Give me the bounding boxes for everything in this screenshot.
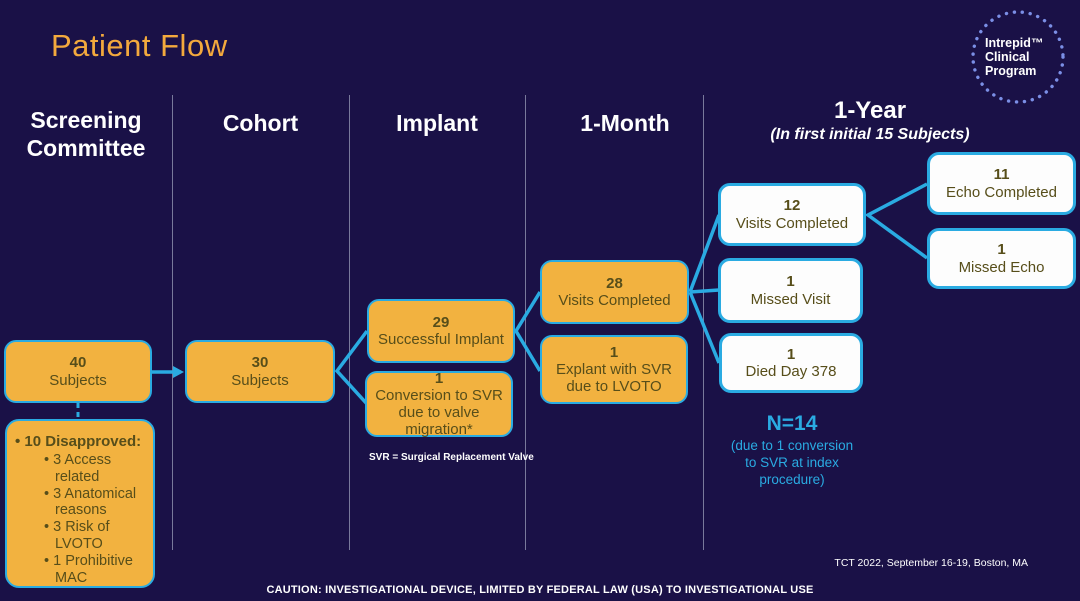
n-14-value: N=14 [766,412,818,435]
box-value: 1 [609,343,619,361]
box-label: Died Day 378 [745,363,837,380]
column-divider [349,95,350,550]
flow-box-disapproved: 10 Disapproved: 3 Access related 3 Anato… [5,419,155,588]
box-label: Missed Visit [750,290,831,308]
column-header-1-year: 1-Year [833,97,907,124]
column-header-screening-committee: Screening Committee [26,107,146,162]
flow-box-visits-completed-28: 28 Visits Completed [540,260,689,324]
column-divider [172,95,173,550]
box-value: 30 [251,354,269,372]
disapproved-item: 3 Risk of LVOTO [53,519,147,553]
column-header-implant: Implant [396,110,478,136]
box-label: Echo Completed [946,183,1057,201]
box-label: Conversion to SVR due to valve migration… [375,386,503,439]
box-label: Visits Completed [558,292,671,309]
column-header-1-year-subtitle: (In first initial 15 Subjects) [770,126,970,143]
conference-credit: TCT 2022, September 16-19, Boston, MA [834,557,1028,569]
box-label: Subjects [231,371,289,389]
disapproved-list: 3 Access related 3 Anatomical reasons 3 … [15,452,147,587]
intrepid-program-logo: Intrepid™ Clinical Program [970,9,1066,105]
box-value: 28 [606,274,623,292]
flow-box-missed-echo: 1 Missed Echo [927,228,1076,289]
box-label: Successful Implant [378,331,504,348]
logo-line-3: Program [985,64,1037,79]
logo-line-1: Intrepid™ [985,36,1044,50]
logo-line-2: Clinical [985,50,1030,65]
box-value: 1 [786,345,796,363]
flow-box-subjects-30: 30 Subjects [185,340,335,403]
column-header-1-month: 1-Month [580,110,670,136]
box-label: Missed Echo [958,258,1045,276]
column-divider [703,95,704,550]
box-label: Subjects [49,371,107,389]
box-value: 29 [432,313,450,331]
flow-box-conversion-svr: 1 Conversion to SVR due to valve migrati… [365,369,513,439]
flow-box-successful-implant: 29 Successful Implant [367,299,515,363]
n-14-annotation: N=14 (due to 1 conversion to SVR at inde… [712,412,872,489]
arrowhead-icon [173,366,184,378]
column-divider [525,95,526,550]
dotted-circle-icon [971,10,1065,104]
disapproved-item: 1 Prohibitive MAC [53,553,147,587]
flow-box-died-day-378: 1 Died Day 378 [719,333,863,393]
disapproved-item: 3 Anatomical reasons [53,486,147,520]
disapproved-header: 10 Disapproved: [15,433,147,450]
box-value: 40 [69,354,87,372]
svr-abbreviation-note: SVR = Surgical Replacement Valve [369,452,534,463]
page-title: Patient Flow [51,28,228,63]
caution-statement: CAUTION: INVESTIGATIONAL DEVICE, LIMITED… [266,584,814,596]
flow-box-missed-visit: 1 Missed Visit [718,258,863,323]
box-value: 12 [783,197,801,215]
box-label: Explant with SVR due to LVOTO [556,360,672,396]
disapproved-item: 3 Access related [53,452,147,486]
flow-box-explant-svr: 1 Explant with SVR due to LVOTO [540,335,688,404]
box-value: 1 [786,273,795,291]
flow-box-visits-completed-12: 12 Visits Completed [718,183,866,246]
flow-box-subjects-40: 40 Subjects [4,340,152,403]
box-value: 1 [434,369,444,387]
box-label: Visits Completed [735,214,849,232]
box-value: 11 [993,166,1010,184]
n-14-explanation: (due to 1 conversion to SVR at index pro… [730,438,854,487]
flow-box-echo-completed-11: 11 Echo Completed [927,152,1076,215]
logo-text: Intrepid™ Clinical Program [985,36,1043,78]
column-header-cohort: Cohort [222,110,299,136]
box-value: 1 [997,241,1006,259]
